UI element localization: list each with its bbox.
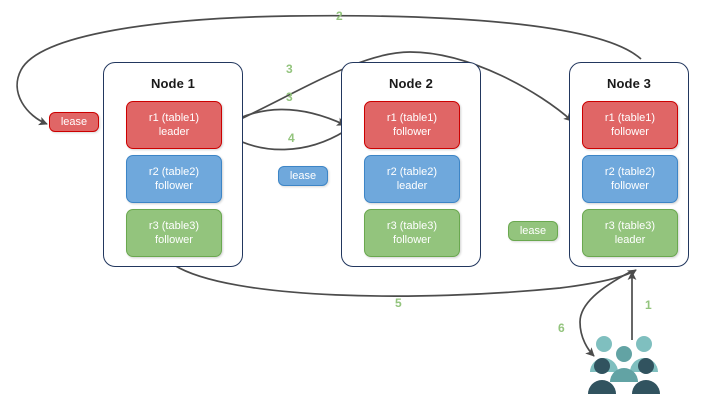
step-label-3-upper: 3 <box>286 62 293 76</box>
node-3-replica-r2[interactable]: r2 (table2) follower <box>582 155 678 203</box>
node-1-replica-r1-role: leader <box>158 126 190 138</box>
step-label-3-lower: 3 <box>286 90 293 104</box>
node-3-replica-r3-name: r3 (table3) <box>604 220 656 232</box>
node-2-replica-r1[interactable]: r1 (table1) follower <box>364 101 460 149</box>
node-3-replica-r1-name: r1 (table1) <box>604 112 656 124</box>
node-3-replica-r2-role: follower <box>611 180 649 192</box>
node-2-title: Node 2 <box>389 76 433 91</box>
node-3-replica-r3[interactable]: r3 (table3) leader <box>582 209 678 257</box>
node-2-replica-r1-name: r1 (table1) <box>386 112 438 124</box>
node-2-replica-r2[interactable]: r2 (table2) leader <box>364 155 460 203</box>
users-icon-front-row <box>588 358 660 394</box>
node-3-replica-r1[interactable]: r1 (table1) follower <box>582 101 678 149</box>
node-3-replica-r2-name: r2 (table2) <box>604 166 656 178</box>
node-1-replica-r2-name: r2 (table2) <box>148 166 200 178</box>
node-3[interactable]: Node 3 r1 (table1) follower r2 (table2) … <box>569 62 689 267</box>
node-2[interactable]: Node 2 r1 (table1) follower r2 (table2) … <box>341 62 481 267</box>
step-label-2: 2 <box>336 9 343 23</box>
step-label-1: 1 <box>645 298 652 312</box>
node-1[interactable]: Node 1 r1 (table1) leader r2 (table2) fo… <box>103 62 243 267</box>
users-icon <box>588 336 660 394</box>
node-1-replica-r1[interactable]: r1 (table1) leader <box>126 101 222 149</box>
node-2-replica-r3[interactable]: r3 (table3) follower <box>364 209 460 257</box>
lease-badge-blue[interactable]: lease <box>278 166 328 186</box>
node-1-replica-r2[interactable]: r2 (table2) follower <box>126 155 222 203</box>
lease-badge-red[interactable]: lease <box>49 112 99 132</box>
node-1-replica-r3[interactable]: r3 (table3) follower <box>126 209 222 257</box>
node-1-replica-r2-role: follower <box>155 180 193 192</box>
node-3-replica-r1-role: follower <box>611 126 649 138</box>
arrow-step-4-node2-to-node1 <box>227 130 346 151</box>
node-3-title: Node 3 <box>607 76 651 91</box>
step-label-4: 4 <box>288 131 295 145</box>
node-1-replica-r1-name: r1 (table1) <box>148 112 200 124</box>
node-1-title: Node 1 <box>151 76 195 91</box>
arrow-step-5-node1-to-node3 <box>173 264 637 297</box>
node-2-replica-r2-name: r2 (table2) <box>386 166 438 178</box>
node-3-replica-r3-role: leader <box>614 234 646 246</box>
node-1-replica-r3-name: r3 (table3) <box>148 220 200 232</box>
node-2-replica-r1-role: follower <box>393 126 431 138</box>
node-2-replica-r3-role: follower <box>393 234 431 246</box>
node-2-replica-r3-name: r3 (table3) <box>386 220 438 232</box>
node-1-replica-r3-role: follower <box>155 234 193 246</box>
step-label-6: 6 <box>558 321 565 335</box>
lease-badge-green[interactable]: lease <box>508 221 558 241</box>
step-label-5: 5 <box>395 296 402 310</box>
node-2-replica-r2-role: leader <box>396 180 428 192</box>
